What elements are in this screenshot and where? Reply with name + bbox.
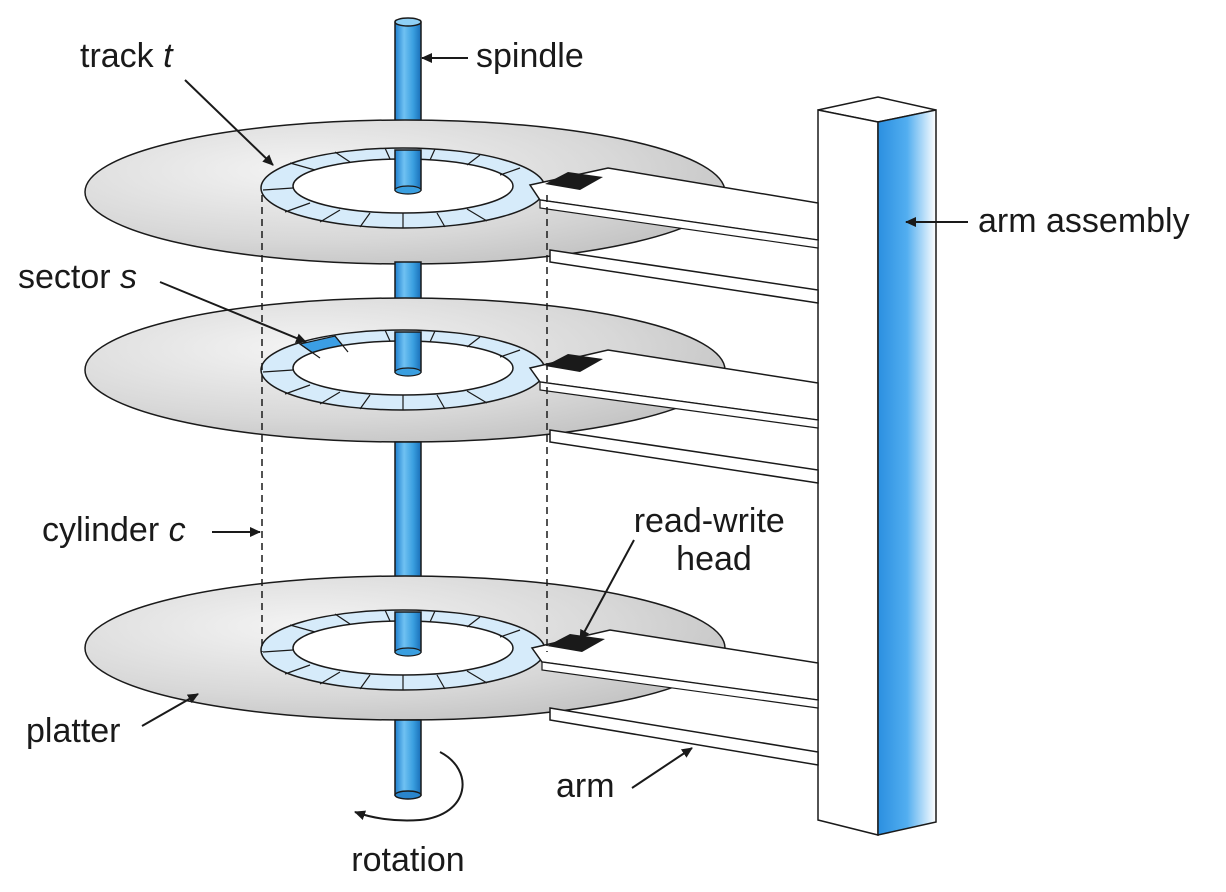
sector-leader [159,281,307,343]
track-label: track t [80,37,174,75]
platter-2 [84,297,819,484]
platter-label: platter [26,712,121,750]
platter-3 [84,575,819,766]
arm-assembly-label: arm assembly [978,202,1190,240]
platter-1 [84,119,819,304]
arm-leader [631,747,693,789]
cylinder-outline [261,195,548,652]
platter-leader [141,693,199,727]
sector-label: sector s [18,258,137,296]
track-leader [184,79,274,166]
cylinder-label: cylinder c [42,511,186,549]
rotation-label: rotation [351,841,464,879]
arm-label: arm [556,767,615,805]
spindle-label: spindle [476,37,584,75]
read-write-head-label: read-write head [634,502,795,578]
arm-assembly-column [817,96,937,836]
read-write-head-leader [579,539,635,641]
rotation-arrow-icon [354,751,464,822]
